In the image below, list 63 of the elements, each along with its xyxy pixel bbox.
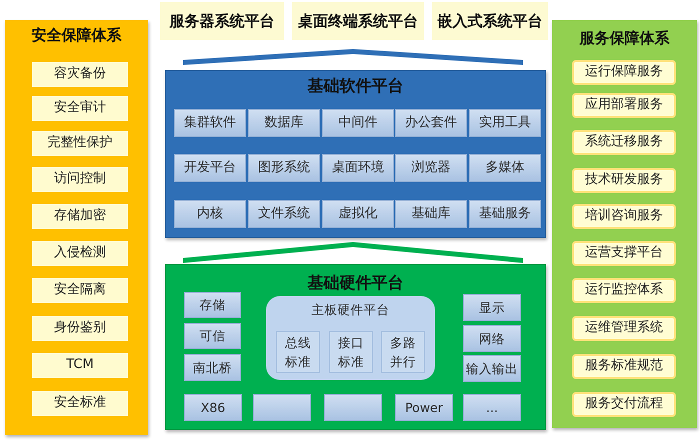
software-module-box: 开发平台 <box>174 154 246 182</box>
security-item-box: 身份鉴别 <box>32 316 128 341</box>
panel-title: 基础硬件平台 <box>308 273 404 293</box>
service-item-box: 服务标准规范 <box>572 354 676 379</box>
platform-box: 桌面终端系统平台 <box>292 2 424 40</box>
security-item-box: 存储加密 <box>32 204 128 229</box>
software-module-box: 桌面环境 <box>322 154 394 182</box>
roof-shape <box>183 49 523 65</box>
software-module-box: 文件系统 <box>248 200 320 228</box>
software-module-box: 图形系统 <box>248 154 320 182</box>
platform-box: 服务器系统平台 <box>160 2 284 40</box>
service-item-box: 运营支撑平台 <box>572 241 676 266</box>
security-item-box: TCM <box>32 353 128 378</box>
software-platform-panel <box>165 70 546 238</box>
security-item-box: 容灾备份 <box>32 62 128 87</box>
software-module-box: 内核 <box>174 200 246 228</box>
processor-box: Power <box>395 394 453 421</box>
processor-box: ... <box>463 394 521 421</box>
hardware-module-box: 显示 <box>463 294 521 321</box>
software-module-box: 基础服务 <box>469 200 541 228</box>
software-module-box: 集群软件 <box>174 109 246 137</box>
processor-box: X86 <box>184 394 242 421</box>
service-item-box: 运维管理系统 <box>572 316 676 341</box>
processor-box <box>324 394 382 421</box>
panel-title: 服务保障体系 <box>580 29 670 48</box>
security-system-panel <box>5 20 148 435</box>
mainboard-module-box: 接口标准 <box>329 331 373 373</box>
software-module-box: 浏览器 <box>395 154 467 182</box>
service-item-box: 服务交付流程 <box>572 392 676 417</box>
panel-title: 安全保障体系 <box>32 26 122 45</box>
hardware-module-box: 网络 <box>463 325 521 352</box>
security-item-box: 完整性保护 <box>32 131 128 156</box>
software-module-box: 基础库 <box>395 200 467 228</box>
processor-box <box>253 394 311 421</box>
roof-shape <box>183 242 523 263</box>
software-module-box: 虚拟化 <box>322 200 394 228</box>
panel-title: 基础软件平台 <box>308 76 404 96</box>
security-item-box: 入侵检测 <box>32 241 128 266</box>
hardware-module-box: 输入输出 <box>463 355 521 382</box>
service-item-box: 运行保障服务 <box>572 60 676 85</box>
security-item-box: 安全隔离 <box>32 278 128 303</box>
hardware-module-box: 存储 <box>184 292 241 318</box>
service-item-box: 运行监控体系 <box>572 278 676 303</box>
service-item-box: 系统迁移服务 <box>572 130 676 155</box>
platform-box: 嵌入式系统平台 <box>432 2 548 40</box>
software-module-box: 中间件 <box>322 109 394 137</box>
software-module-box: 多媒体 <box>469 154 541 182</box>
panel-title: 主板硬件平台 <box>312 302 390 318</box>
mainboard-module-box: 多路并行 <box>381 331 425 373</box>
software-module-box: 办公套件 <box>395 109 467 137</box>
hardware-module-box: 南北桥 <box>184 354 241 381</box>
service-item-box: 培训咨询服务 <box>572 204 676 229</box>
mainboard-panel <box>266 296 435 380</box>
service-system-panel <box>552 20 697 428</box>
security-item-box: 访问控制 <box>32 167 128 192</box>
software-module-box: 数据库 <box>248 109 320 137</box>
mainboard-module-box: 总线标准 <box>276 331 320 373</box>
security-item-box: 安全标准 <box>32 391 128 416</box>
hardware-module-box: 可信 <box>184 323 241 349</box>
service-item-box: 技术研发服务 <box>572 168 676 193</box>
service-item-box: 应用部署服务 <box>572 93 676 118</box>
security-item-box: 安全审计 <box>32 96 128 121</box>
software-module-box: 实用工具 <box>469 109 541 137</box>
